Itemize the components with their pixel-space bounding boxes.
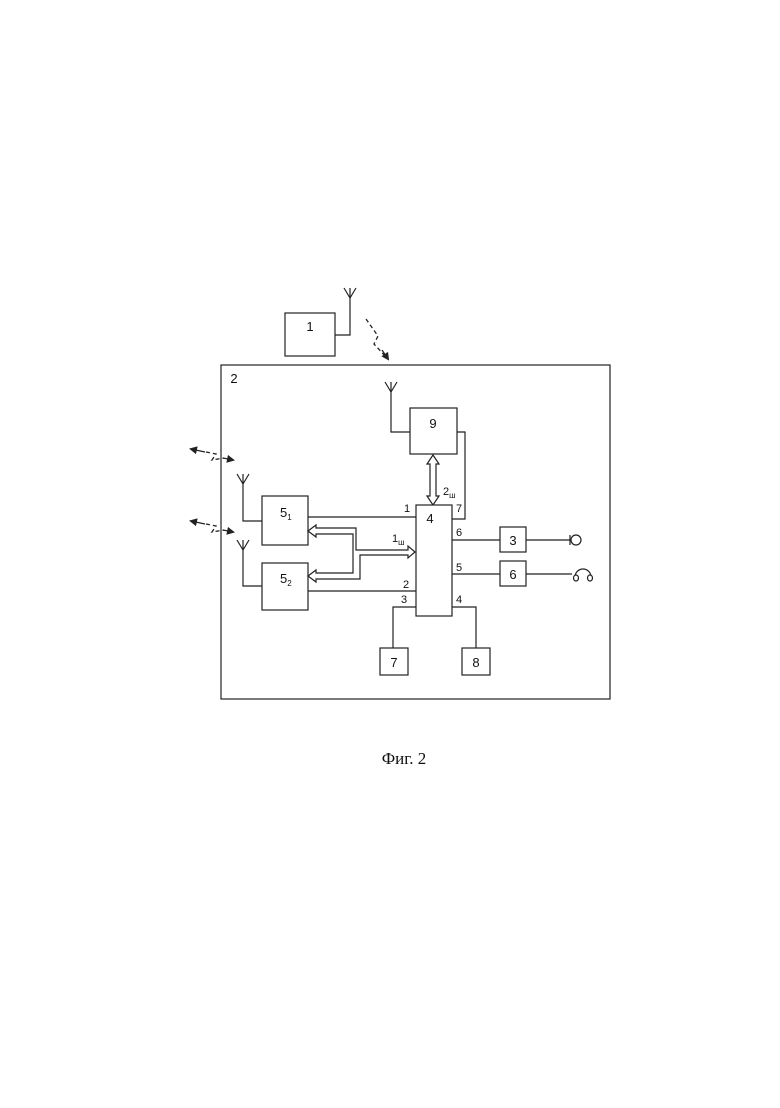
figure-caption: Фиг. 2 bbox=[0, 749, 780, 769]
antenna-icon bbox=[335, 288, 356, 335]
block-8-label: 8 bbox=[472, 655, 479, 670]
pin-5-label: 5 bbox=[456, 562, 462, 574]
block-1: 1 bbox=[285, 313, 335, 356]
pin-6-label: 6 bbox=[456, 527, 462, 539]
pin-3-label: 3 bbox=[401, 594, 407, 606]
block-7: 7 bbox=[380, 648, 408, 675]
block-1-label: 1 bbox=[306, 319, 313, 334]
pin-7-label: 7 bbox=[456, 503, 462, 515]
device-2-label: 2 bbox=[230, 371, 237, 386]
block-6-label: 6 bbox=[509, 567, 516, 582]
block-5-2: 52 bbox=[262, 563, 308, 610]
block-3-label: 3 bbox=[509, 533, 516, 548]
block-6: 6 bbox=[500, 561, 526, 586]
block-8: 8 bbox=[462, 648, 490, 675]
block-5-1: 51 bbox=[262, 496, 308, 545]
block-9: 9 bbox=[410, 408, 457, 454]
pin-2-label: 2 bbox=[403, 579, 409, 591]
block-4-label: 4 bbox=[426, 511, 433, 526]
block-4: 4 bbox=[416, 505, 452, 616]
pin-1-label: 1 bbox=[404, 503, 410, 515]
block-3: 3 bbox=[500, 527, 526, 552]
block-9-label: 9 bbox=[429, 416, 436, 431]
radio-link-icon bbox=[366, 319, 388, 359]
block-7-label: 7 bbox=[390, 655, 397, 670]
microphone-icon bbox=[570, 535, 581, 545]
pin-4-label: 4 bbox=[456, 594, 462, 606]
